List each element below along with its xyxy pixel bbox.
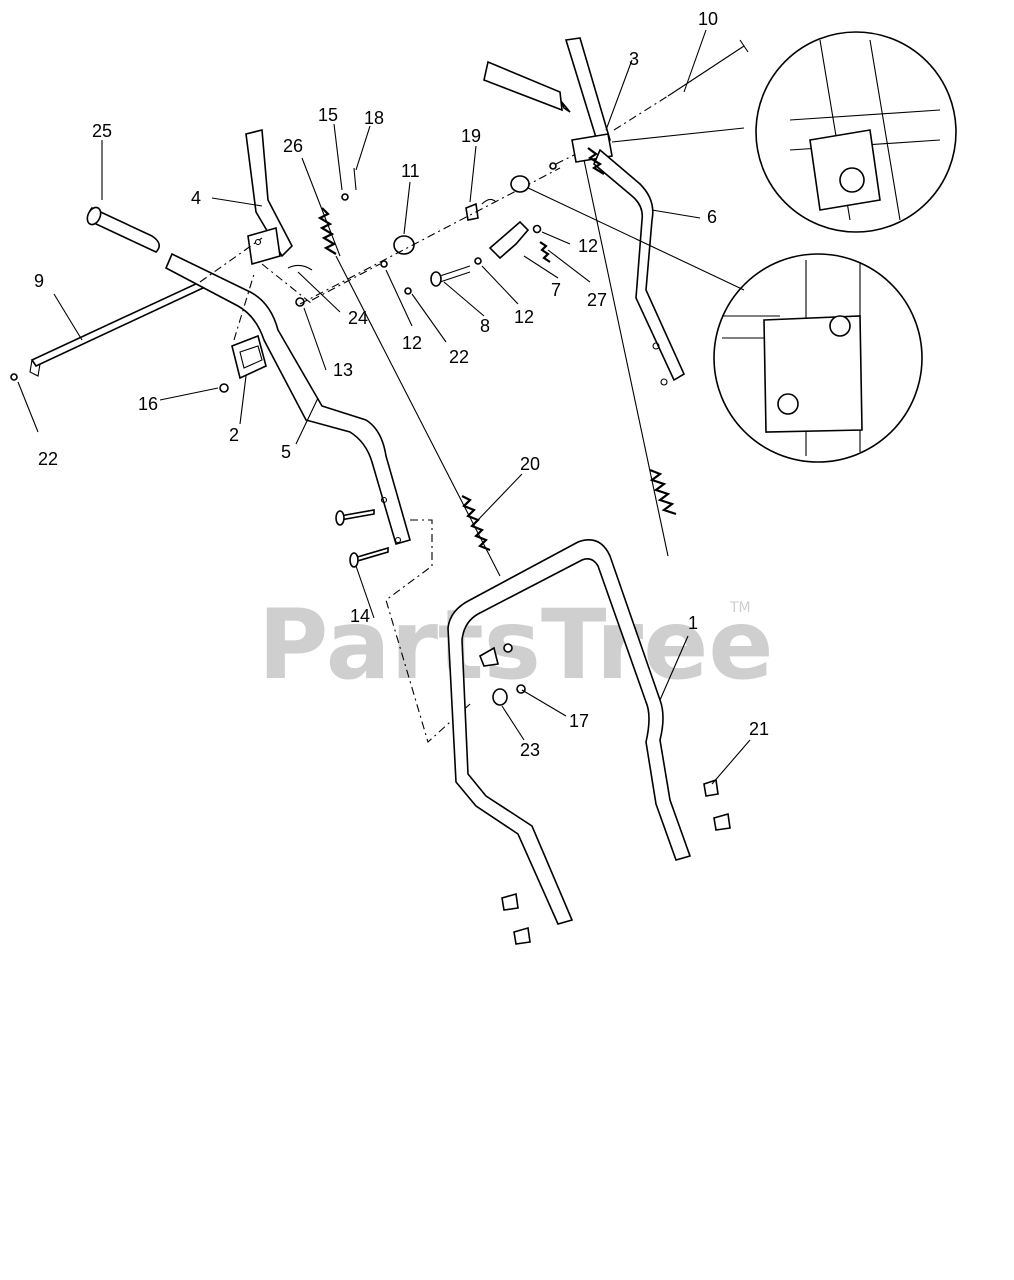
part-18-pin[interactable] xyxy=(353,167,357,191)
callout-14: 14 xyxy=(350,606,370,626)
part-nut-small xyxy=(503,643,513,653)
watermark-text: PartsTree xyxy=(258,589,773,701)
callout-22-left: 22 xyxy=(38,449,58,469)
callout-26: 26 xyxy=(283,136,303,156)
callout-4: 4 xyxy=(191,188,201,208)
callout-10: 10 xyxy=(698,9,718,29)
callout-9: 9 xyxy=(34,271,44,291)
callout-labels: 25 4 9 22 16 2 5 13 24 26 15 18 11 12 22… xyxy=(34,9,769,760)
part-bolts-lower xyxy=(501,892,531,945)
part-9-rod[interactable] xyxy=(29,280,205,377)
part-12-nut-b[interactable] xyxy=(474,257,482,265)
callout-16: 16 xyxy=(138,394,158,414)
callout-5: 5 xyxy=(281,442,291,462)
part-19-clip[interactable] xyxy=(465,202,479,221)
part-3-upper-handle-right[interactable] xyxy=(483,37,613,163)
part-10-rod[interactable] xyxy=(667,39,749,97)
callout-7: 7 xyxy=(551,280,561,300)
detail-inset-top xyxy=(755,31,957,233)
part-19-spring-clip xyxy=(481,198,497,205)
part-21-bolts[interactable] xyxy=(703,778,731,831)
assembly-lines-lower xyxy=(385,519,471,743)
part-bracket-small xyxy=(478,646,499,667)
part-17-nut[interactable] xyxy=(516,684,526,694)
part-bushing-right[interactable] xyxy=(510,175,530,193)
callout-19: 19 xyxy=(461,126,481,146)
part-12-nut-c[interactable] xyxy=(532,224,542,234)
part-2-switch[interactable] xyxy=(231,334,267,380)
inset-top-leader xyxy=(611,127,745,143)
part-25-grip[interactable] xyxy=(85,205,160,253)
part-16-washer[interactable] xyxy=(219,383,229,393)
inset-middle-leader xyxy=(523,185,745,291)
callout-20: 20 xyxy=(520,454,540,474)
callout-leaders xyxy=(17,29,751,785)
callout-23: 23 xyxy=(520,740,540,760)
part-8-shaft[interactable] xyxy=(430,265,471,287)
callout-8: 8 xyxy=(480,316,490,336)
callout-12-left: 12 xyxy=(402,333,422,353)
watermark-trademark: TM xyxy=(729,600,751,616)
part-26-spring[interactable] xyxy=(317,207,337,255)
part-14-bolts[interactable] xyxy=(335,509,389,568)
callout-6: 6 xyxy=(707,207,717,227)
part-20-cable[interactable] xyxy=(335,255,501,577)
assembly-line-rod xyxy=(613,95,669,131)
part-5-handle-left[interactable] xyxy=(164,252,411,545)
callout-24: 24 xyxy=(348,308,368,328)
part-24-clip[interactable] xyxy=(287,264,313,271)
callout-1: 1 xyxy=(688,613,698,633)
callout-25: 25 xyxy=(92,121,112,141)
part-23-bushing[interactable] xyxy=(492,688,508,706)
callout-13: 13 xyxy=(333,360,353,380)
part-1-lower-handle[interactable] xyxy=(447,539,692,925)
callout-27: 27 xyxy=(587,290,607,310)
part-washer-right xyxy=(549,162,557,170)
callout-11: 11 xyxy=(401,161,420,181)
part-12-nut-a[interactable] xyxy=(380,260,388,268)
part-26-spring-right xyxy=(587,147,605,175)
callout-18: 18 xyxy=(364,108,384,128)
callout-2: 2 xyxy=(229,425,239,445)
part-22-screw-mid[interactable] xyxy=(404,287,412,295)
cable-right xyxy=(583,159,677,557)
detail-inset-middle xyxy=(713,253,923,463)
part-15-washer[interactable] xyxy=(341,193,349,201)
part-22-screw-left[interactable] xyxy=(10,373,18,381)
part-7-bracket[interactable] xyxy=(488,220,530,260)
part-11-bushing[interactable] xyxy=(393,235,415,255)
callout-17: 17 xyxy=(569,711,589,731)
part-4-upper-handle-left[interactable] xyxy=(245,128,293,266)
assembly-line-middle xyxy=(299,167,561,305)
part-27-spring[interactable] xyxy=(539,241,551,263)
callout-22-mid: 22 xyxy=(449,347,469,367)
callout-12-right: 12 xyxy=(578,236,598,256)
callout-21: 21 xyxy=(749,719,769,739)
part-6-handle-right[interactable] xyxy=(593,148,686,386)
callout-12-mid: 12 xyxy=(514,307,534,327)
callout-3: 3 xyxy=(629,49,639,69)
callout-15: 15 xyxy=(318,105,338,125)
